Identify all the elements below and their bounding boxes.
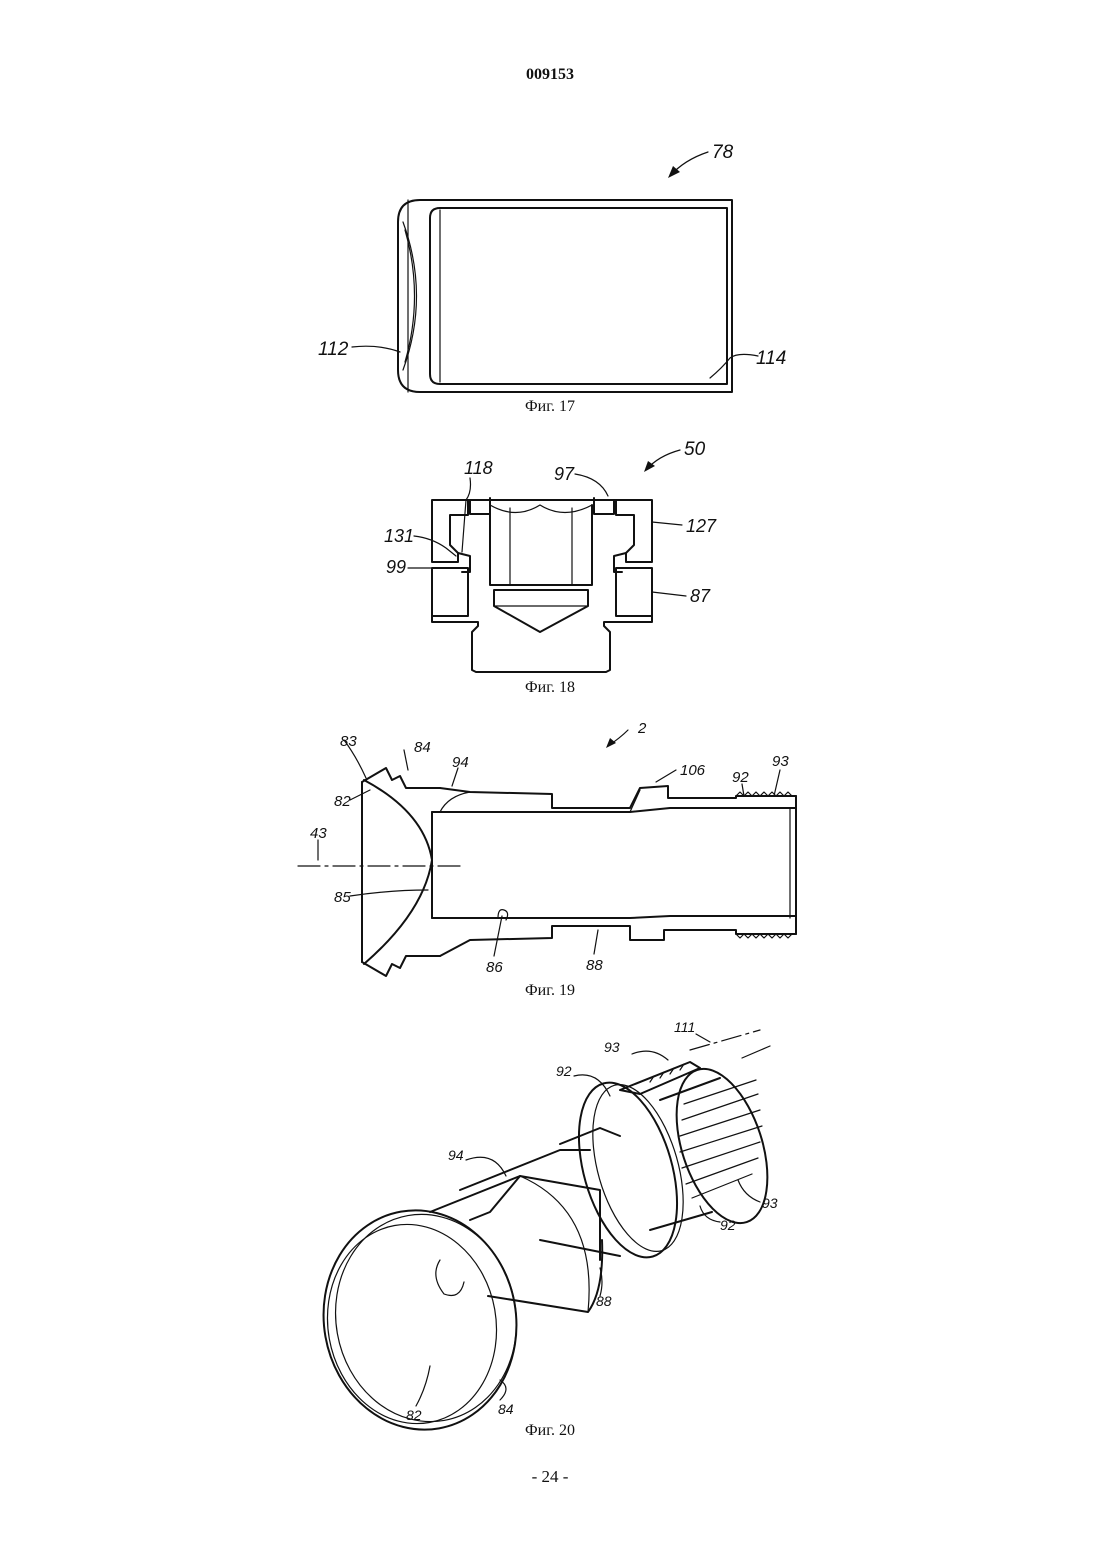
- fig20-label-93-right: 93: [762, 1195, 778, 1211]
- fig20-label-88: 88: [596, 1293, 612, 1309]
- fig20-label-93-top: 93: [604, 1039, 620, 1055]
- fig20-label-82: 82: [406, 1407, 422, 1423]
- page-number: - 24 -: [0, 1467, 1100, 1487]
- fig20-label-92-top: 92: [556, 1063, 572, 1079]
- figure-20-caption: Фиг. 20: [0, 1422, 1100, 1440]
- fig20-label-92-right: 92: [720, 1217, 736, 1233]
- fig20-label-94: 94: [448, 1147, 464, 1163]
- fig20-label-111: 111: [674, 1019, 695, 1035]
- fig20-label-84: 84: [498, 1401, 514, 1417]
